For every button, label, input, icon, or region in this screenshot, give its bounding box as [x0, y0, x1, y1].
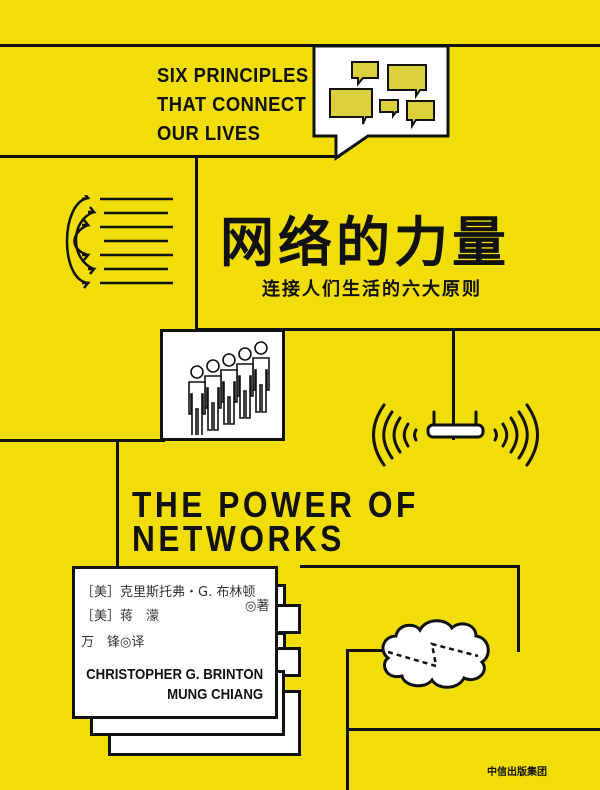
cloud-icon — [381, 619, 490, 689]
author2-zh: ［美］蒋 濛 — [81, 609, 160, 624]
wifi-router-icon — [372, 403, 539, 467]
people-group-icon — [188, 341, 270, 435]
divider-line — [346, 728, 600, 731]
title-zh: 网络的力量 — [220, 211, 510, 274]
divider-line — [517, 565, 520, 652]
divider-line — [195, 328, 600, 331]
tagline-line-1: SIX PRINCIPLES — [157, 65, 309, 87]
divider-line — [116, 440, 119, 568]
speech-bubbles-icon — [312, 44, 450, 161]
authors-en: CHRISTOPHER G. BRINTON MUNG CHIANG — [73, 665, 263, 709]
translator-role: ◎译 — [120, 635, 145, 650]
tagline: SIX PRINCIPLES THAT CONNECT OUR LIVES — [157, 62, 309, 149]
author1-en: CHRISTOPHER G. BRINTON — [85, 666, 263, 683]
arrows-lines-icon — [65, 195, 173, 289]
author2-en: MUNG CHIANG — [166, 686, 263, 703]
divider-line — [195, 157, 198, 329]
publisher: 中信出版集团 — [487, 767, 547, 778]
divider-line — [0, 439, 165, 442]
author-role: ◎著 — [245, 599, 270, 614]
divider-line — [346, 649, 386, 652]
title-en: THE POWER OF NETWORKS — [132, 484, 419, 559]
translator-name: 万 锋 — [81, 635, 121, 650]
subtitle-zh: 连接人们生活的六大原则 — [262, 279, 482, 300]
divider-line — [0, 44, 600, 47]
translator-zh: 万 锋◎译 — [81, 631, 144, 650]
credits-card: ［美］克里斯托弗・G. 布林顿 ◎著 ［美］蒋 濛 万 锋◎译 CHRISTOP… — [72, 566, 278, 719]
divider-line — [0, 155, 340, 158]
tagline-line-3: OUR LIVES — [157, 123, 261, 145]
title-en-line-2: NETWORKS — [132, 518, 345, 559]
divider-line — [346, 649, 349, 790]
title-en-line-1: THE POWER OF — [132, 484, 419, 525]
divider-line — [300, 565, 520, 568]
tagline-line-2: THAT CONNECT — [157, 94, 307, 116]
divider-line — [452, 330, 455, 440]
authors-en-block: CHRISTOPHER G. BRINTON MUNG CHIANG — [86, 665, 263, 705]
author1-zh: ［美］克里斯托弗・G. 布林顿 — [81, 585, 256, 600]
